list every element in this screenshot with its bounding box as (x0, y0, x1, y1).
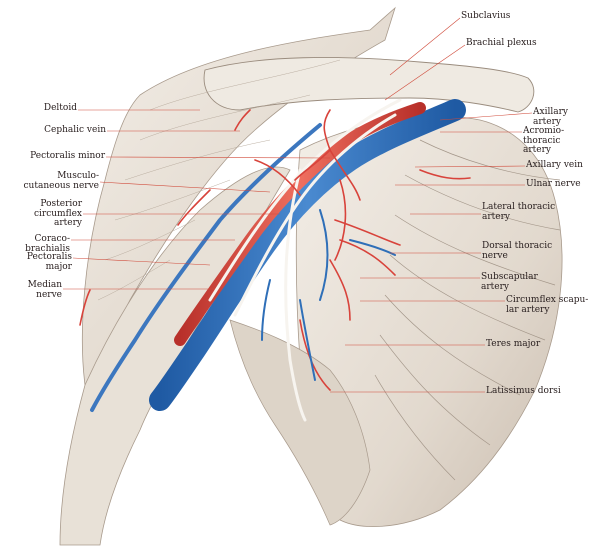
label-latissimus-dorsi: Latissimus dorsi (486, 386, 561, 396)
leader-subclavius (389, 17, 461, 76)
label-median-nerve: Median nerve (27, 280, 62, 300)
deltoid-muscle (81, 6, 396, 387)
leader-brachial-plexus (384, 44, 466, 101)
label-coracobrachialis: Coraco- brachialis (25, 234, 70, 254)
label-brachial-plexus: Brachial plexus (466, 38, 537, 48)
label-subclavius: Subclavius (461, 11, 511, 21)
latissimus-dorsi-muscle (229, 319, 371, 526)
leader-axillary-vein (414, 165, 526, 168)
leader-pectoralis-minor (105, 156, 331, 159)
label-musculocutaneous-nerve: Musculo- cutaneous nerve (23, 171, 99, 191)
leader-pectoralis-major (72, 257, 211, 266)
leader-lines (63, 17, 533, 393)
label-pectoralis-major: Pectoralis major (26, 252, 72, 272)
clavicle-bone (203, 57, 535, 113)
label-posterior-circumflex-artery: Posterior circumflex artery (34, 199, 82, 228)
label-cephalic-vein: Cephalic vein (44, 125, 106, 135)
label-teres-major: Teres major (486, 339, 541, 349)
axillary-artery (174, 102, 426, 346)
leader-musculocutaneous-nerve (99, 181, 271, 193)
label-acromiothoracic-artery: Acromio- thoracic artery (523, 126, 565, 155)
label-deltoid: Deltoid (43, 103, 77, 113)
vessels (79, 98, 471, 422)
label-circumflex-scapular-artery: Circumflex scapu- lar artery (506, 295, 589, 315)
label-lateral-thoracic-artery: Lateral thoracic artery (482, 202, 556, 222)
leader-axillary-artery (439, 112, 533, 121)
label-subscapular-artery: Subscapular artery (481, 272, 538, 292)
label-axillary-artery: Axillary artery (533, 107, 568, 127)
axillary-vein (149, 99, 466, 411)
label-axillary-vein: Axillary vein (526, 160, 583, 170)
label-pectoralis-minor: Pectoralis minor (30, 151, 105, 161)
label-dorsal-thoracic-nerve: Dorsal thoracic nerve (482, 241, 553, 261)
label-ulnar-nerve: Ulnar nerve (526, 179, 581, 189)
